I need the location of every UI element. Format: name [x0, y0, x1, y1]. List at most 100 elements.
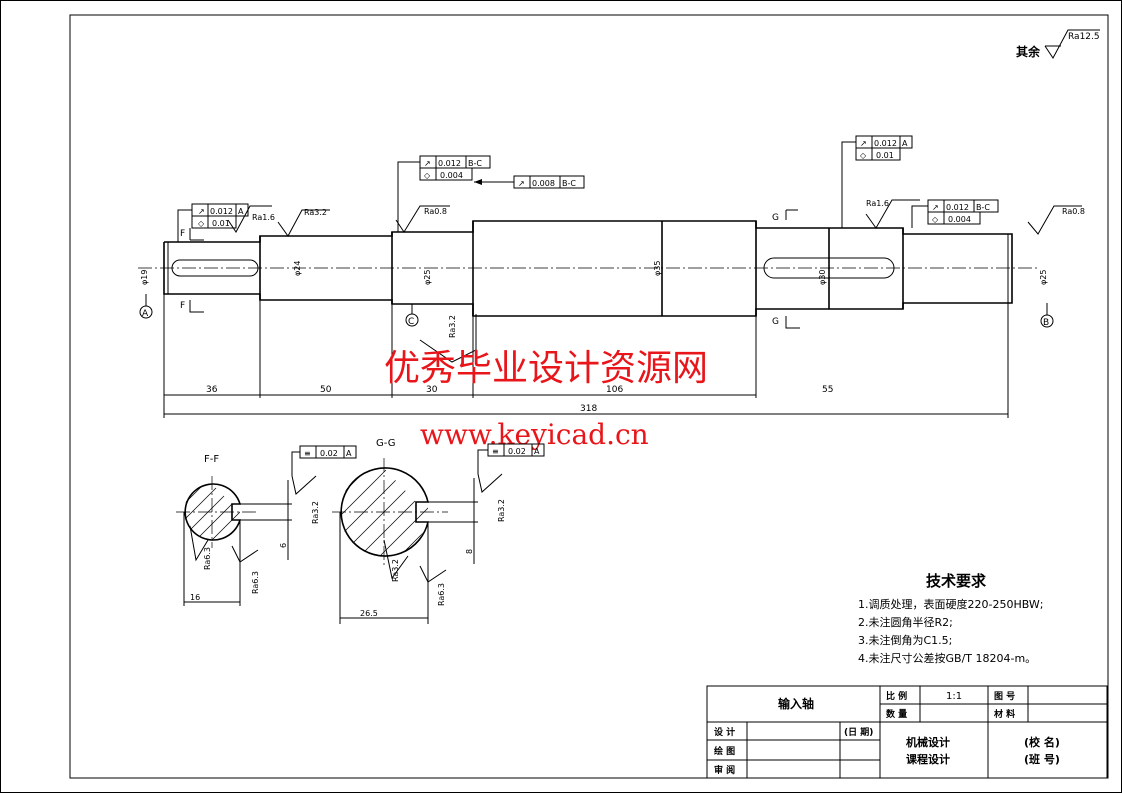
- sec1-ra63-a: Ra6.3: [203, 547, 212, 570]
- cylindricity-icon: ◇: [860, 151, 867, 160]
- gdt-mid-cyl: 0.004: [440, 171, 463, 180]
- title-course-line1: 机械设计: [906, 735, 950, 749]
- title-review-label: 审 阅: [714, 764, 735, 776]
- roughness-lower: Ra3.2: [419, 314, 477, 363]
- title-draw-label: 绘 图: [714, 745, 735, 757]
- rough-ra16-right: Ra1.6: [866, 199, 889, 208]
- rough-ra08-right: Ra0.8: [1062, 207, 1085, 216]
- dim-50: 50: [320, 385, 332, 395]
- section-ff: F-F 16 6 ≡ 0.02: [176, 445, 357, 606]
- gdt-mid-datum: B-C: [468, 159, 482, 168]
- surface-default-prefix: 其余: [1016, 44, 1041, 59]
- gdt-mid2-runout: 0.008: [532, 179, 555, 188]
- dim-dia-35: φ35: [653, 261, 662, 276]
- symmetry-icon: ≡: [304, 449, 311, 458]
- sec2-sym: 0.02: [508, 447, 526, 456]
- roughness-left: Ra1.6: [227, 205, 275, 233]
- shaft-main-view: φ19 φ24 φ25 φ35 φ30 φ25 F F G G A C B Ra…: [138, 135, 1085, 418]
- gdt-right-runout: 0.012: [946, 203, 969, 212]
- title-design-label: 设 计: [714, 726, 735, 738]
- rough-ra32-top: Ra3.2: [304, 208, 327, 217]
- gdt-left-datum: A: [238, 207, 244, 216]
- gdt-right-datum: B-C: [976, 203, 990, 212]
- runout-icon: ↗: [932, 203, 939, 212]
- roughness-right-2: Ra0.8: [1027, 205, 1085, 235]
- sec1-width: 6: [279, 543, 288, 548]
- dim-318: 318: [580, 404, 597, 414]
- section-mark-f-top: F: [180, 229, 185, 239]
- rough-ra16-left: Ra1.6: [252, 213, 275, 222]
- dim-dia-24: φ24: [293, 261, 302, 276]
- sec2-datum: A: [534, 447, 540, 456]
- dim-106: 106: [606, 385, 623, 395]
- dim-dia-left: φ19: [140, 270, 149, 285]
- gdt-left-runout: 0.012: [210, 207, 233, 216]
- gdt-mid-2: ↗ 0.008 B-C: [474, 175, 585, 189]
- gdt-left: ↗ ◇ 0.012 A 0.01: [177, 203, 249, 242]
- runout-icon: ↗: [424, 159, 431, 168]
- gdt-mid: ↗ ◇ 0.012 B-C 0.004: [397, 155, 491, 232]
- title-material-label: 材 料: [993, 708, 1015, 720]
- section-mark-g-top: G: [772, 213, 779, 223]
- sec2-ra32-b: Ra3.2: [391, 559, 400, 582]
- roughness-mid: Ra0.8: [395, 205, 450, 233]
- gdt-right-top-datum: A: [902, 139, 908, 148]
- section-ff-title: F-F: [204, 454, 219, 465]
- title-school-label: (校 名): [1024, 735, 1060, 749]
- title-qty-label: 数 量: [886, 708, 907, 720]
- sec2-ra63: Ra6.3: [437, 583, 446, 606]
- title-drawing-no-label: 图 号: [994, 691, 1015, 702]
- datum-c: C: [408, 317, 414, 327]
- cylindricity-icon: ◇: [932, 215, 939, 224]
- gdt-right-top-cyl: 0.01: [876, 151, 894, 160]
- surface-default-symbol: 其余 Ra12.5: [1016, 29, 1100, 59]
- requirement-3: 3.未注倒角为C1.5;: [858, 633, 952, 647]
- sec1-datum: A: [346, 449, 352, 458]
- datum-a: A: [142, 309, 149, 319]
- cylindricity-icon: ◇: [424, 171, 431, 180]
- sec1-sym: 0.02: [320, 449, 338, 458]
- title-course-line2: 课程设计: [906, 752, 950, 766]
- sec2-width: 8: [465, 549, 474, 554]
- dim-dia-25b: φ25: [1039, 270, 1048, 285]
- requirement-1: 1.调质处理，表面硬度220-250HBW;: [858, 597, 1043, 611]
- gdt-mid2-datum: B-C: [562, 179, 576, 188]
- sec1-ra63-b: Ra6.3: [251, 571, 260, 594]
- gdt-right-top-runout: 0.012: [874, 139, 897, 148]
- watermark-url: www.keyicad.cn: [420, 418, 649, 451]
- technical-requirements: 技术要求 1.调质处理，表面硬度220-250HBW; 2.未注圆角半径R2; …: [858, 572, 1043, 665]
- title-block: 输入轴 比 例 1:1 图 号 数 量 材 料 设 计 (日 期) 绘 图 审 …: [706, 685, 1108, 779]
- title-class-label: (班 号): [1024, 752, 1060, 766]
- rough-ra32-lower: Ra3.2: [448, 315, 457, 338]
- requirement-2: 2.未注圆角半径R2;: [858, 615, 953, 629]
- title-scale-value: 1:1: [946, 691, 962, 702]
- inner-frame: [69, 14, 1109, 779]
- roughness-top: Ra3.2: [277, 208, 330, 237]
- section-mark-f-bottom: F: [180, 301, 185, 311]
- sec2-depth: 26.5: [360, 609, 378, 618]
- requirements-title: 技术要求: [926, 572, 987, 590]
- runout-icon: ↗: [518, 179, 525, 188]
- runout-icon: ↗: [860, 139, 867, 148]
- symmetry-icon: ≡: [492, 447, 499, 456]
- sec1-ra32: Ra3.2: [311, 501, 320, 524]
- requirement-4: 4.未注尺寸公差按GB/T 18204-m。: [858, 651, 1036, 665]
- dim-30: 30: [426, 385, 438, 395]
- keyway-left: [171, 259, 259, 277]
- title-date-label: (日 期): [844, 726, 873, 738]
- runout-icon: ↗: [198, 207, 205, 216]
- gdt-mid-runout: 0.012: [438, 159, 461, 168]
- gdt-right-cyl: 0.004: [948, 215, 971, 224]
- section-mark-g-bottom: G: [772, 317, 779, 327]
- sec1-depth: 16: [190, 593, 200, 602]
- gdt-right: ↗ ◇ 0.012 B-C 0.004: [911, 199, 999, 228]
- section-gg-title: G-G: [376, 438, 395, 449]
- watermark-title: 优秀毕业设计资源网: [384, 348, 708, 389]
- dim-dia-30: φ30: [818, 270, 827, 285]
- length-dimensions: 36 50 30 106 55 318: [163, 294, 1009, 418]
- sec2-ra32: Ra3.2: [497, 499, 506, 522]
- dim-55: 55: [822, 385, 833, 395]
- surface-default-value: Ra12.5: [1068, 32, 1100, 42]
